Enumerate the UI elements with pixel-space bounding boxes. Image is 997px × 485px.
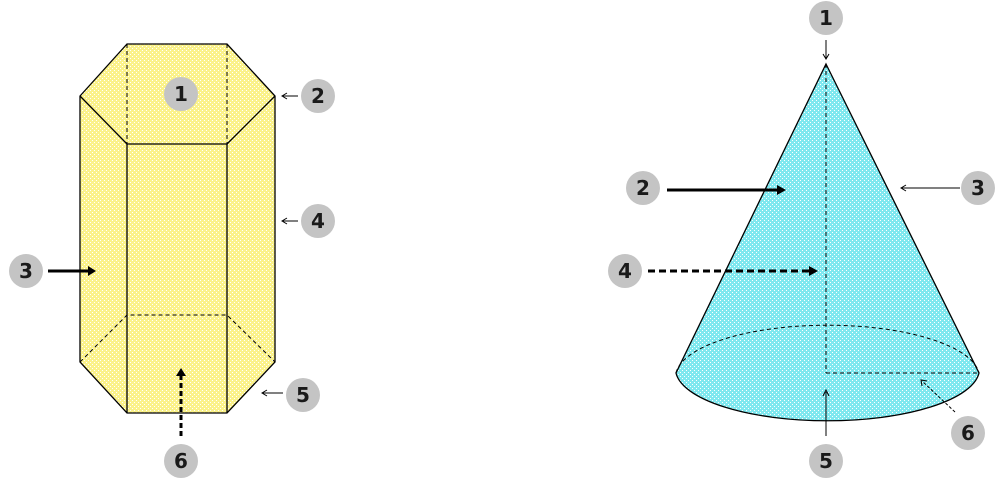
cone-arrow-6 — [921, 380, 956, 413]
cone-label-4-text: 4 — [618, 259, 632, 283]
prism-arrowhead-2 — [281, 92, 288, 100]
prism-label-2-text: 2 — [311, 84, 325, 108]
prism-label-2: 2 — [301, 79, 335, 113]
prism-label-6-text: 6 — [174, 449, 188, 473]
prism-label-5: 5 — [286, 378, 320, 412]
cone-arrowhead-3 — [900, 184, 907, 192]
cone-label-6: 6 — [951, 416, 985, 450]
cone-arrowhead-4 — [809, 266, 818, 276]
cone-arrowhead-5 — [822, 388, 830, 397]
cone-base-hidden-edge — [675, 324, 980, 374]
cone-arrowhead-6 — [920, 379, 928, 387]
cone-label-1: 1 — [809, 1, 843, 35]
prism-arrowhead-6 — [176, 368, 186, 376]
cone-body — [675, 62, 980, 422]
prism-top-edge — [226, 95, 276, 145]
prism-arrowhead-5 — [261, 389, 268, 397]
prism-label-6: 6 — [164, 444, 198, 478]
prism-label-1: 1 — [164, 77, 198, 111]
prism-label-3: 3 — [9, 254, 43, 288]
prism-label-3-text: 3 — [19, 259, 33, 283]
cone: 1 2 3 4 5 6 — [608, 1, 995, 478]
cone-arrowhead-1 — [822, 53, 830, 60]
cone-label-1-text: 1 — [819, 6, 833, 30]
prism-label-4: 4 — [301, 204, 335, 238]
prism-label-5-text: 5 — [296, 383, 310, 407]
cone-label-5-text: 5 — [819, 449, 833, 473]
cone-label-2-text: 2 — [636, 176, 650, 200]
cone-label-5: 5 — [809, 444, 843, 478]
hexagonal-prism: 1 2 3 4 5 6 — [9, 43, 335, 478]
prism-top-edge — [79, 95, 128, 145]
cone-label-2: 2 — [626, 171, 660, 205]
prism-label-1-text: 1 — [174, 82, 188, 106]
prism-arrowhead-4 — [281, 217, 288, 225]
prism-arrowhead-3 — [88, 266, 96, 276]
cone-label-6-text: 6 — [961, 421, 975, 445]
cone-label-3-text: 3 — [971, 176, 985, 200]
prism-label-4-text: 4 — [311, 209, 325, 233]
cone-label-4: 4 — [608, 254, 642, 288]
cone-arrowhead-2 — [777, 185, 786, 195]
cone-label-3: 3 — [961, 171, 995, 205]
